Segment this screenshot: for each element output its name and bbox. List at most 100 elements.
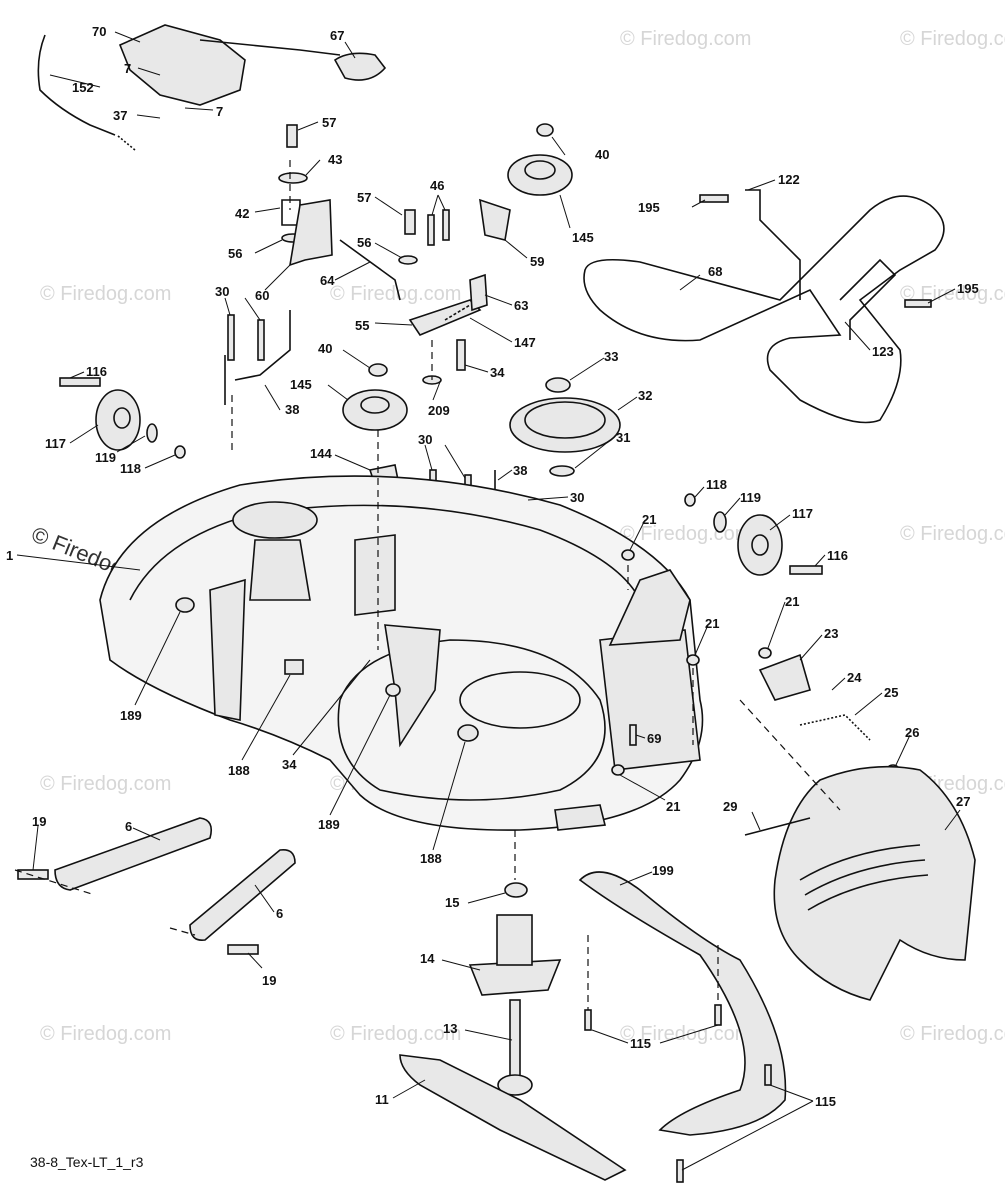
callout-7: 7 — [124, 61, 131, 76]
deck-pulley — [509, 397, 621, 453]
leader-line — [327, 384, 349, 401]
idler-arm-bracket — [288, 199, 333, 267]
bushing — [175, 597, 195, 613]
leader-line — [569, 357, 605, 381]
leader-line — [559, 194, 571, 229]
belt-guide — [479, 198, 511, 241]
bolt — [227, 944, 259, 955]
callout-27: 27 — [956, 794, 970, 809]
callout-195: 195 — [638, 200, 660, 215]
callout-189: 189 — [120, 708, 142, 723]
callout-32: 32 — [638, 388, 652, 403]
engagement-bracket — [118, 24, 246, 106]
callout-64: 64 — [320, 273, 335, 288]
watermark: © Firedog.com — [40, 773, 171, 795]
bolt — [227, 314, 235, 361]
watermark: © Firedog.com — [40, 283, 171, 305]
callout-56: 56 — [228, 246, 242, 261]
callout-60: 60 — [255, 288, 269, 303]
nut — [684, 493, 696, 507]
drawing-reference-code: 38-8_Tex-LT_1_r3 — [30, 1154, 144, 1170]
leader-line — [814, 554, 826, 567]
leader-line — [254, 207, 281, 213]
callout-14: 14 — [420, 951, 435, 966]
wheel-bolt — [59, 377, 101, 387]
leader-line — [254, 239, 283, 254]
callout-117: 117 — [45, 436, 66, 451]
pulley-groove — [524, 401, 606, 439]
leader-line — [297, 121, 319, 131]
leader-line — [305, 159, 321, 176]
leader-line — [895, 734, 911, 766]
leader-line — [619, 871, 653, 886]
bolt — [584, 1009, 592, 1031]
leader-line — [292, 659, 371, 756]
callout-199: 199 — [652, 863, 674, 878]
deck-ridge — [129, 504, 641, 601]
leader-line — [344, 41, 356, 59]
callout-117: 117 — [792, 506, 813, 521]
callout-21: 21 — [785, 594, 799, 609]
leader-line — [342, 349, 371, 369]
leader-line — [334, 454, 371, 471]
watermark: © Firedog.com — [900, 523, 1005, 545]
callout-57: 57 — [357, 190, 371, 205]
leader-line — [467, 892, 506, 904]
bolt — [17, 869, 49, 880]
callout-11: 11 — [375, 1092, 389, 1107]
idler-bracket — [354, 534, 396, 616]
spindle-housing — [249, 539, 311, 601]
callout-23: 23 — [824, 626, 838, 641]
leader-line — [184, 107, 214, 111]
leader-line — [374, 196, 403, 216]
deck-hanger — [384, 624, 441, 748]
leader-line — [134, 611, 181, 706]
callout-24: 24 — [847, 670, 862, 685]
leader-line — [464, 364, 489, 373]
drive-belt — [583, 195, 945, 424]
deck-baffle — [578, 871, 787, 1136]
parts-layer — [14, 24, 976, 1183]
callout-145: 145 — [290, 377, 312, 392]
deck-tab — [554, 804, 606, 831]
knob — [333, 52, 387, 81]
deck-hanger-bracket — [54, 817, 213, 891]
gauge-wheel — [737, 514, 783, 576]
leader-line — [329, 694, 391, 816]
bearing — [497, 1074, 533, 1096]
leader-line — [136, 114, 161, 119]
leader-line — [464, 1029, 513, 1041]
leader-line — [137, 67, 161, 76]
callout-30: 30 — [570, 490, 584, 505]
leader-line — [679, 274, 701, 291]
discharge-opening — [599, 629, 701, 771]
cable-spring — [117, 135, 136, 151]
leader-line — [247, 952, 263, 969]
alignment-line — [169, 927, 196, 936]
callout-145: 145 — [572, 230, 594, 245]
leader-line — [116, 435, 146, 453]
leader-line — [574, 437, 614, 469]
callout-55: 55 — [355, 318, 369, 333]
leader-line — [831, 677, 846, 691]
wheel-hub — [751, 534, 769, 556]
leader-line — [431, 194, 446, 216]
callout-29: 29 — [723, 799, 737, 814]
watermark: © Firedog.com — [330, 1023, 461, 1045]
callout-7: 7 — [216, 104, 223, 119]
leader-line — [629, 519, 646, 551]
leader-line — [927, 288, 956, 304]
leader-line — [854, 692, 883, 716]
leader-line — [392, 1079, 426, 1099]
callout-195: 195 — [957, 281, 979, 296]
bracket — [469, 273, 488, 312]
callout-38: 38 — [513, 463, 527, 478]
watermark: © Firedog.com — [40, 1023, 171, 1045]
bushing — [457, 724, 479, 742]
callout-189: 189 — [318, 817, 340, 832]
alignment-line — [739, 699, 841, 811]
mower-blade — [399, 1054, 627, 1181]
engagement-cable — [37, 34, 116, 136]
leader-line — [691, 199, 706, 208]
watermark: © Firedog.com — [620, 28, 751, 50]
